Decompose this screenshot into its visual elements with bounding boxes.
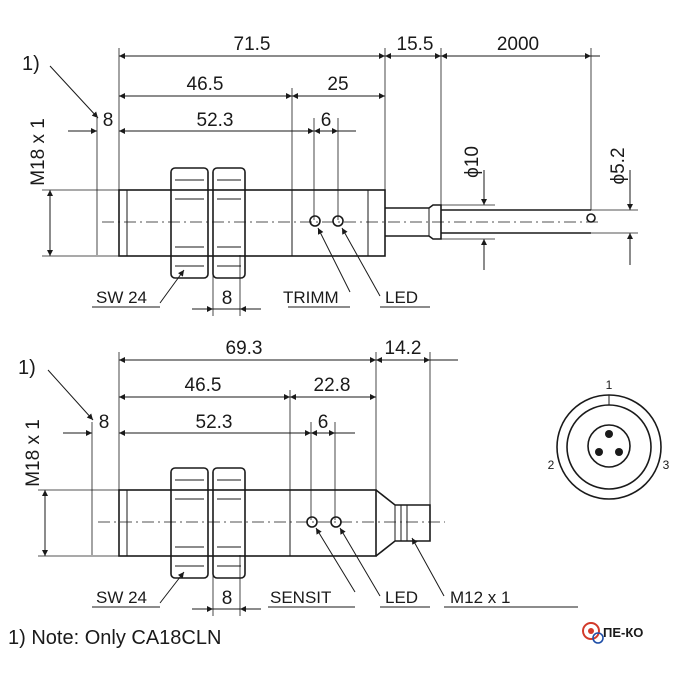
pin-2	[595, 448, 603, 456]
dim-nut-width: 8	[222, 288, 233, 309]
dim-mid: 52.3	[197, 110, 234, 131]
pin-label-3: 3	[663, 458, 670, 472]
dim-cable: 2000	[497, 34, 539, 55]
dim-thread: 46.5	[187, 74, 224, 95]
dim-thread-spec-2: M18 x 1	[23, 419, 44, 487]
top-sensor-drawing: 71.5 15.5 2000 46.5 25 8 52.3 6 M18 x 1 …	[22, 34, 638, 316]
note-marker-2: 1)	[18, 357, 36, 379]
dim-overall-2: 69.3	[226, 338, 263, 359]
dim-cable-diameter: ϕ5.2	[608, 147, 629, 184]
nut-3	[170, 467, 209, 579]
dim-overall: 71.5	[234, 34, 271, 55]
company-logo: ПЕ-КО	[582, 622, 643, 644]
dim-mid-2: 52.3	[196, 412, 233, 433]
trimm-pot	[309, 215, 321, 227]
led-label-2: LED	[385, 588, 418, 607]
dim-left: 8	[103, 110, 114, 131]
dim-led-spacing: 6	[321, 110, 332, 131]
dim-head: 15.5	[397, 34, 434, 55]
led-indicator	[332, 215, 344, 227]
dim-connector: 14.2	[385, 338, 422, 359]
nut-2	[212, 167, 246, 279]
footnote: 1) Note: Only CA18CLN	[8, 627, 221, 649]
dim-led-spacing-2: 6	[318, 412, 329, 433]
wrench-size-label: SW 24	[96, 288, 147, 307]
dim-thread-spec: M18 x 1	[28, 118, 49, 186]
dim-left-2: 8	[99, 412, 110, 433]
nut-4	[212, 467, 246, 579]
dim-nut-width-2: 8	[222, 588, 233, 609]
pin-3	[615, 448, 623, 456]
dim-tail-2: 22.8	[314, 375, 351, 396]
trimm-label: TRIMM	[283, 288, 339, 307]
wrench-size-label-2: SW 24	[96, 588, 147, 607]
connector-pinout: 1 2 3	[548, 378, 670, 500]
dim-thread-2: 46.5	[185, 375, 222, 396]
bottom-sensor-drawing: 69.3 14.2 46.5 22.8 8 52.3 6 M18 x 1 1) …	[18, 338, 578, 616]
dim-tail: 25	[327, 74, 348, 95]
logo-text: ПЕ-КО	[603, 625, 643, 640]
note-marker: 1)	[22, 53, 40, 75]
dim-diameter: ϕ10	[462, 146, 483, 178]
pin-1	[605, 430, 613, 438]
gear-icon	[582, 622, 600, 640]
connector-spec-label: M12 x 1	[450, 588, 510, 607]
nut-1	[170, 167, 209, 279]
led-label: LED	[385, 288, 418, 307]
pin-label-2: 2	[548, 458, 555, 472]
sensit-label: SENSIT	[270, 588, 331, 607]
pin-label-1: 1	[606, 378, 613, 392]
